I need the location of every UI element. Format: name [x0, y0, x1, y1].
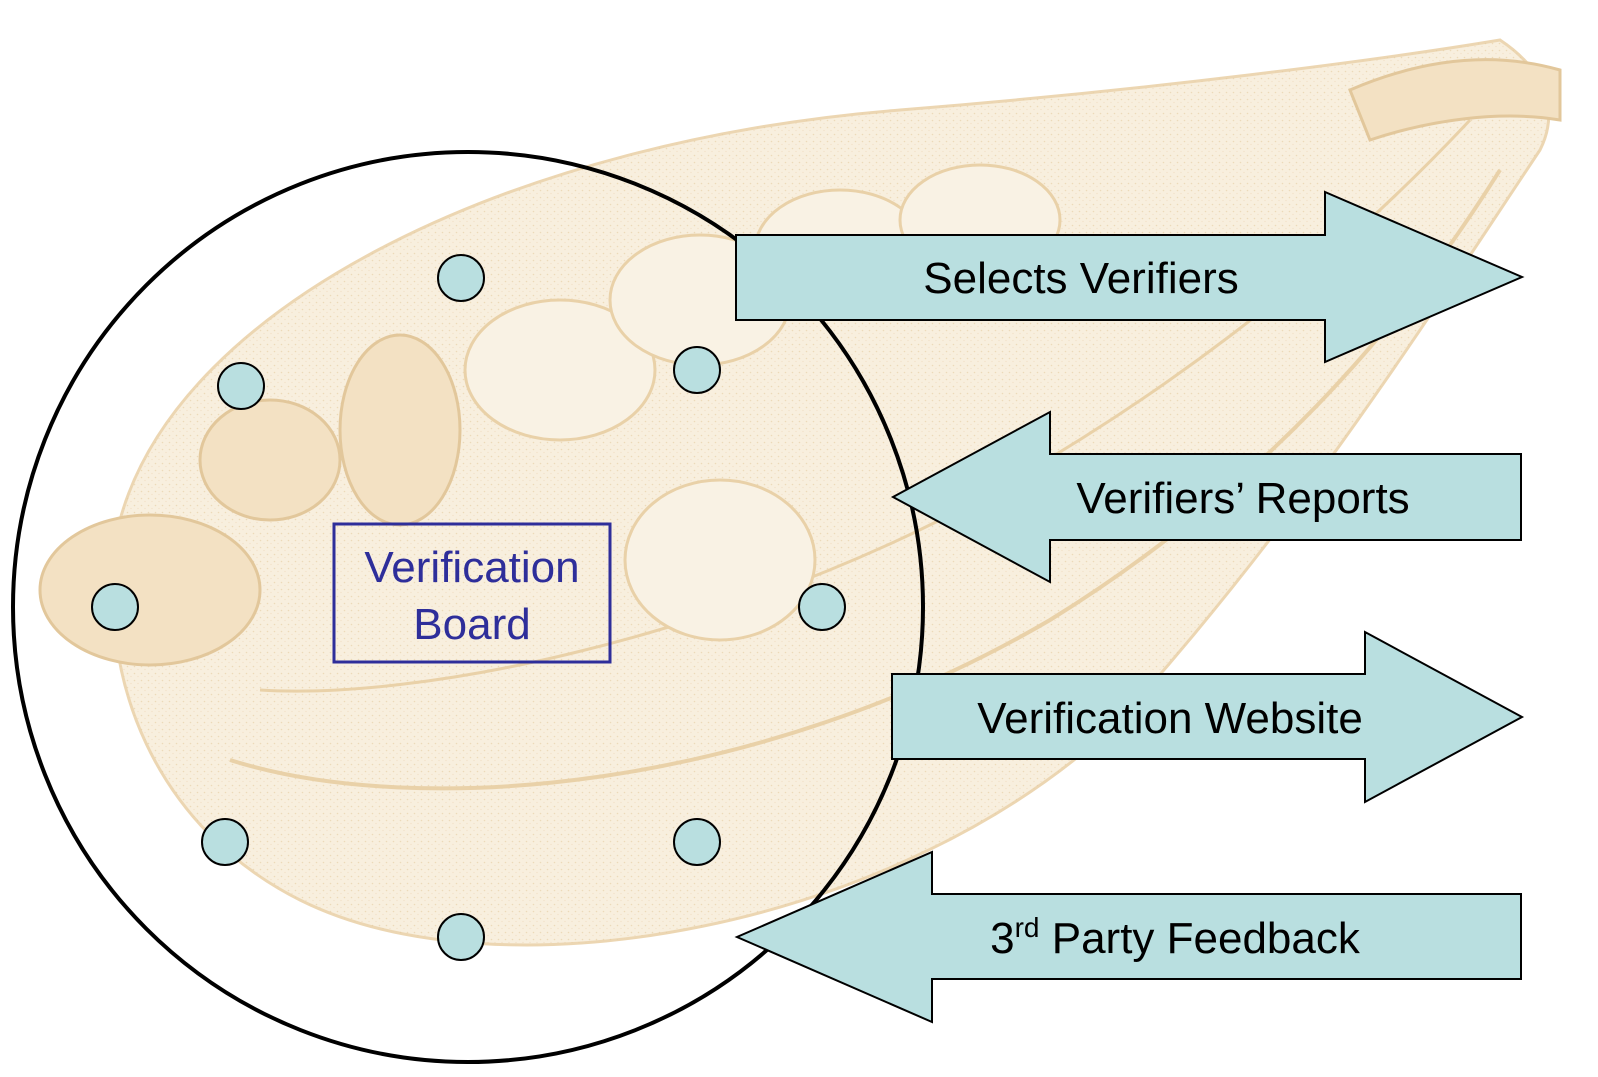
arrow-label-selects-verifiers: Selects Verifiers: [923, 254, 1238, 303]
arrow-verification-website: Verification Website: [891, 630, 1525, 804]
board-label-line2: Board: [413, 600, 530, 649]
member-node: [91, 583, 139, 631]
arrow-third-party-feedback: 3rd Party Feedback: [734, 850, 1522, 1024]
member-nodes: [91, 254, 846, 961]
member-node: [798, 583, 846, 631]
verification-board-box: Verification Board: [332, 522, 612, 664]
member-node: [201, 818, 249, 866]
member-node: [437, 254, 485, 302]
member-node: [673, 818, 721, 866]
arrow-label-third-party-feedback: 3rd Party Feedback: [990, 912, 1361, 963]
arrow-label-rest: Party Feedback: [1040, 914, 1361, 963]
member-node: [673, 346, 721, 394]
arrow-verifiers-reports: Verifiers’ Reports: [890, 410, 1522, 584]
member-node: [437, 913, 485, 961]
arrow-label-verifiers-reports: Verifiers’ Reports: [1076, 474, 1409, 523]
arrow-label-superscript: rd: [1015, 912, 1040, 943]
arrow-label-prefix: 3: [990, 914, 1014, 963]
arrow-selects-verifiers: Selects Verifiers: [735, 190, 1525, 364]
board-circle: [11, 150, 925, 1064]
board-label-line1: Verification: [364, 543, 579, 592]
member-node: [217, 362, 265, 410]
arrow-label-verification-website: Verification Website: [977, 694, 1363, 743]
